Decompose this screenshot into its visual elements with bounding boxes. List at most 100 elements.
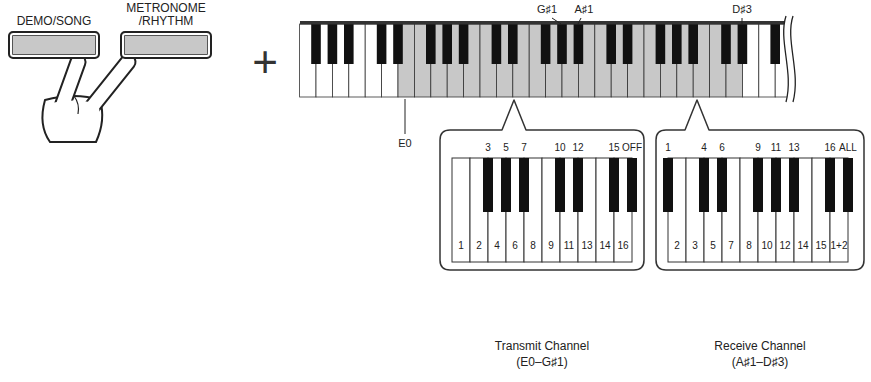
note-name: E0 (398, 137, 411, 149)
black-key (519, 158, 529, 212)
break-patch (784, 16, 871, 102)
button-label: DEMO/SONG (17, 15, 92, 28)
break-line (791, 16, 796, 102)
key-number: 2 (476, 240, 482, 251)
leader-line (405, 99, 406, 134)
black-key (574, 24, 584, 64)
plus-sign: + (252, 38, 278, 86)
key-number: 13 (581, 240, 592, 251)
black-key (663, 158, 673, 212)
key-number: 16 (824, 142, 835, 153)
key-number: 14 (599, 240, 610, 251)
key-number: 4 (701, 142, 707, 153)
note-name: D♯3 (732, 3, 752, 15)
black-key (328, 24, 338, 64)
black-key (311, 24, 321, 64)
black-key (573, 158, 583, 212)
key-number: 11 (564, 240, 574, 251)
key-number: 13 (788, 142, 799, 153)
caption-block: Transmit Channel(E0–G♯1) (440, 338, 644, 370)
finger-fill (88, 62, 128, 112)
keyboard-keys (300, 24, 813, 97)
black-key (393, 24, 403, 64)
black-key (753, 158, 763, 212)
black-key (508, 24, 518, 64)
note-name: A♯1 (575, 3, 594, 15)
black-key (789, 158, 799, 212)
key-number: 9 (755, 142, 761, 153)
key-number: 7 (521, 142, 527, 153)
black-key (555, 158, 565, 212)
key-number: OFF (622, 142, 642, 153)
black-key (606, 24, 616, 64)
key-number: 11 (771, 142, 781, 153)
key-number: ALL (839, 142, 857, 153)
channel-caption: Receive Channel (656, 338, 864, 354)
key-number: 14 (797, 240, 808, 251)
leader-line (742, 18, 743, 24)
finger-crease (74, 96, 79, 114)
channel-range: (A♯1–D♯3) (656, 354, 864, 370)
button-body (8, 31, 100, 59)
key-number: 7 (728, 240, 734, 251)
black-key (672, 24, 682, 64)
key-number: 6 (719, 142, 725, 153)
channel-caption: Transmit Channel (440, 338, 644, 354)
black-key (344, 24, 354, 64)
black-key (442, 24, 452, 64)
black-key (623, 24, 633, 64)
black-key (609, 158, 619, 212)
finger-outline (88, 62, 128, 112)
key-number: 12 (779, 240, 790, 251)
black-key (688, 24, 698, 64)
key-number: 8 (746, 240, 752, 251)
black-key (717, 158, 727, 212)
key-number: 12 (572, 142, 583, 153)
key-number: 1 (458, 240, 464, 251)
white-key (452, 158, 470, 262)
key-number: 16 (617, 240, 628, 251)
button-label-area: DEMO/SONG (8, 0, 100, 28)
panel-button: METRONOME /RHYTHM (120, 0, 212, 59)
caption-block: Receive Channel(A♯1–D♯3) (656, 338, 864, 370)
black-key (770, 24, 780, 64)
channel-range: (E0–G♯1) (440, 354, 644, 370)
key-number: 1 (665, 142, 671, 153)
black-key (825, 158, 835, 212)
break-line (784, 16, 789, 102)
black-key (627, 158, 637, 212)
key-number: 1+2 (831, 240, 848, 251)
callout-outline-path (440, 100, 644, 270)
button-label-area: METRONOME /RHYTHM (120, 0, 212, 28)
button-label: METRONOME /RHYTHM (120, 2, 212, 28)
key-number: 3 (485, 142, 491, 153)
hand (42, 62, 128, 142)
black-key (483, 158, 493, 212)
key-number: 8 (530, 240, 536, 251)
black-key (656, 24, 666, 64)
black-key (541, 24, 551, 64)
keyboard-top-rail (300, 21, 790, 25)
black-key (492, 24, 502, 64)
panel-button: DEMO/SONG (8, 0, 100, 59)
black-key (699, 158, 709, 212)
black-key (557, 24, 567, 64)
enlarged-keys (452, 158, 853, 262)
black-key (377, 24, 387, 64)
key-number: 15 (815, 240, 826, 251)
black-key (426, 24, 436, 64)
key-number: 4 (494, 240, 500, 251)
black-key (843, 158, 853, 212)
black-key (501, 158, 511, 212)
button-body (120, 31, 212, 59)
black-key (771, 158, 781, 212)
key-number: 10 (761, 240, 772, 251)
leader-line (578, 18, 581, 24)
key-number: 15 (608, 142, 619, 153)
black-key (459, 24, 469, 64)
key-number: 3 (692, 240, 698, 251)
leader-line (552, 18, 561, 24)
key-number: 10 (554, 142, 565, 153)
key-number: 5 (710, 240, 716, 251)
